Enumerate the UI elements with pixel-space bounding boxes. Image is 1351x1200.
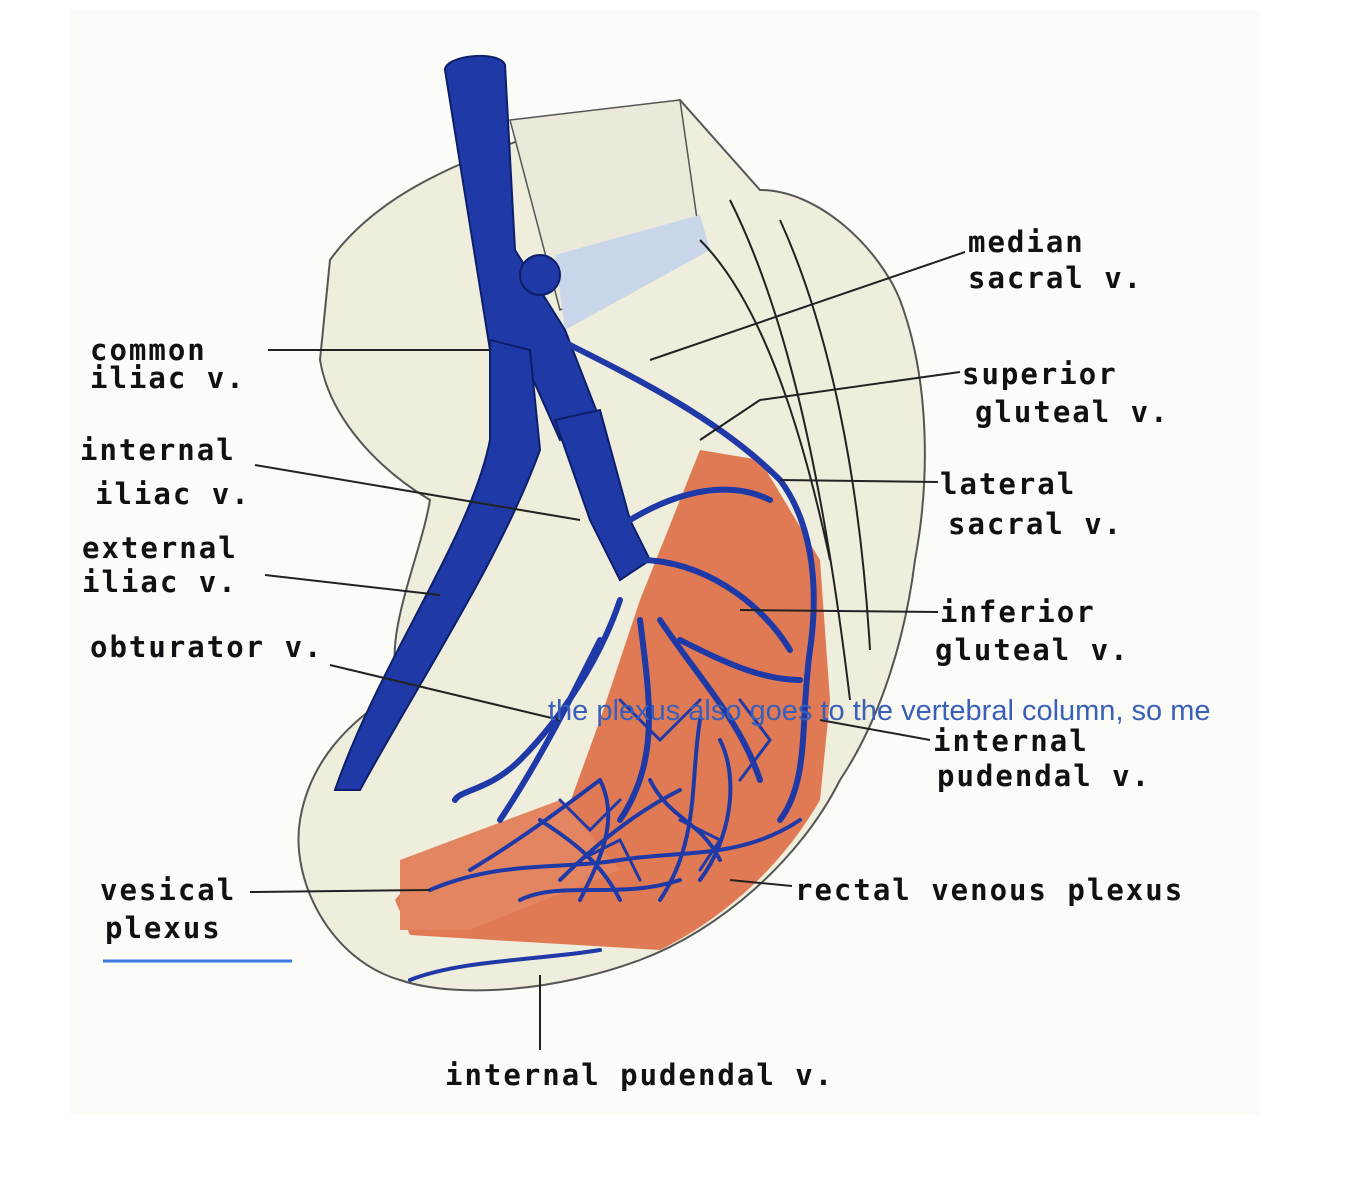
median-sacral-vein-origin: [519, 254, 561, 296]
muscle-lower: [400, 800, 620, 930]
annotation-note: the plexus also goes to the vertebral co…: [548, 695, 1211, 727]
leader-lines: [249, 251, 966, 1050]
label-rectal-venous-plexus: rectal venous plexus: [795, 873, 1184, 907]
intervertebral-disc: [555, 215, 710, 330]
muscle: [395, 450, 830, 950]
label-internal-pudendal-bottom: internal pudendal v.: [445, 1058, 834, 1092]
venous-plexus: [408, 337, 817, 982]
label-obturator: obturator v.: [90, 630, 324, 664]
